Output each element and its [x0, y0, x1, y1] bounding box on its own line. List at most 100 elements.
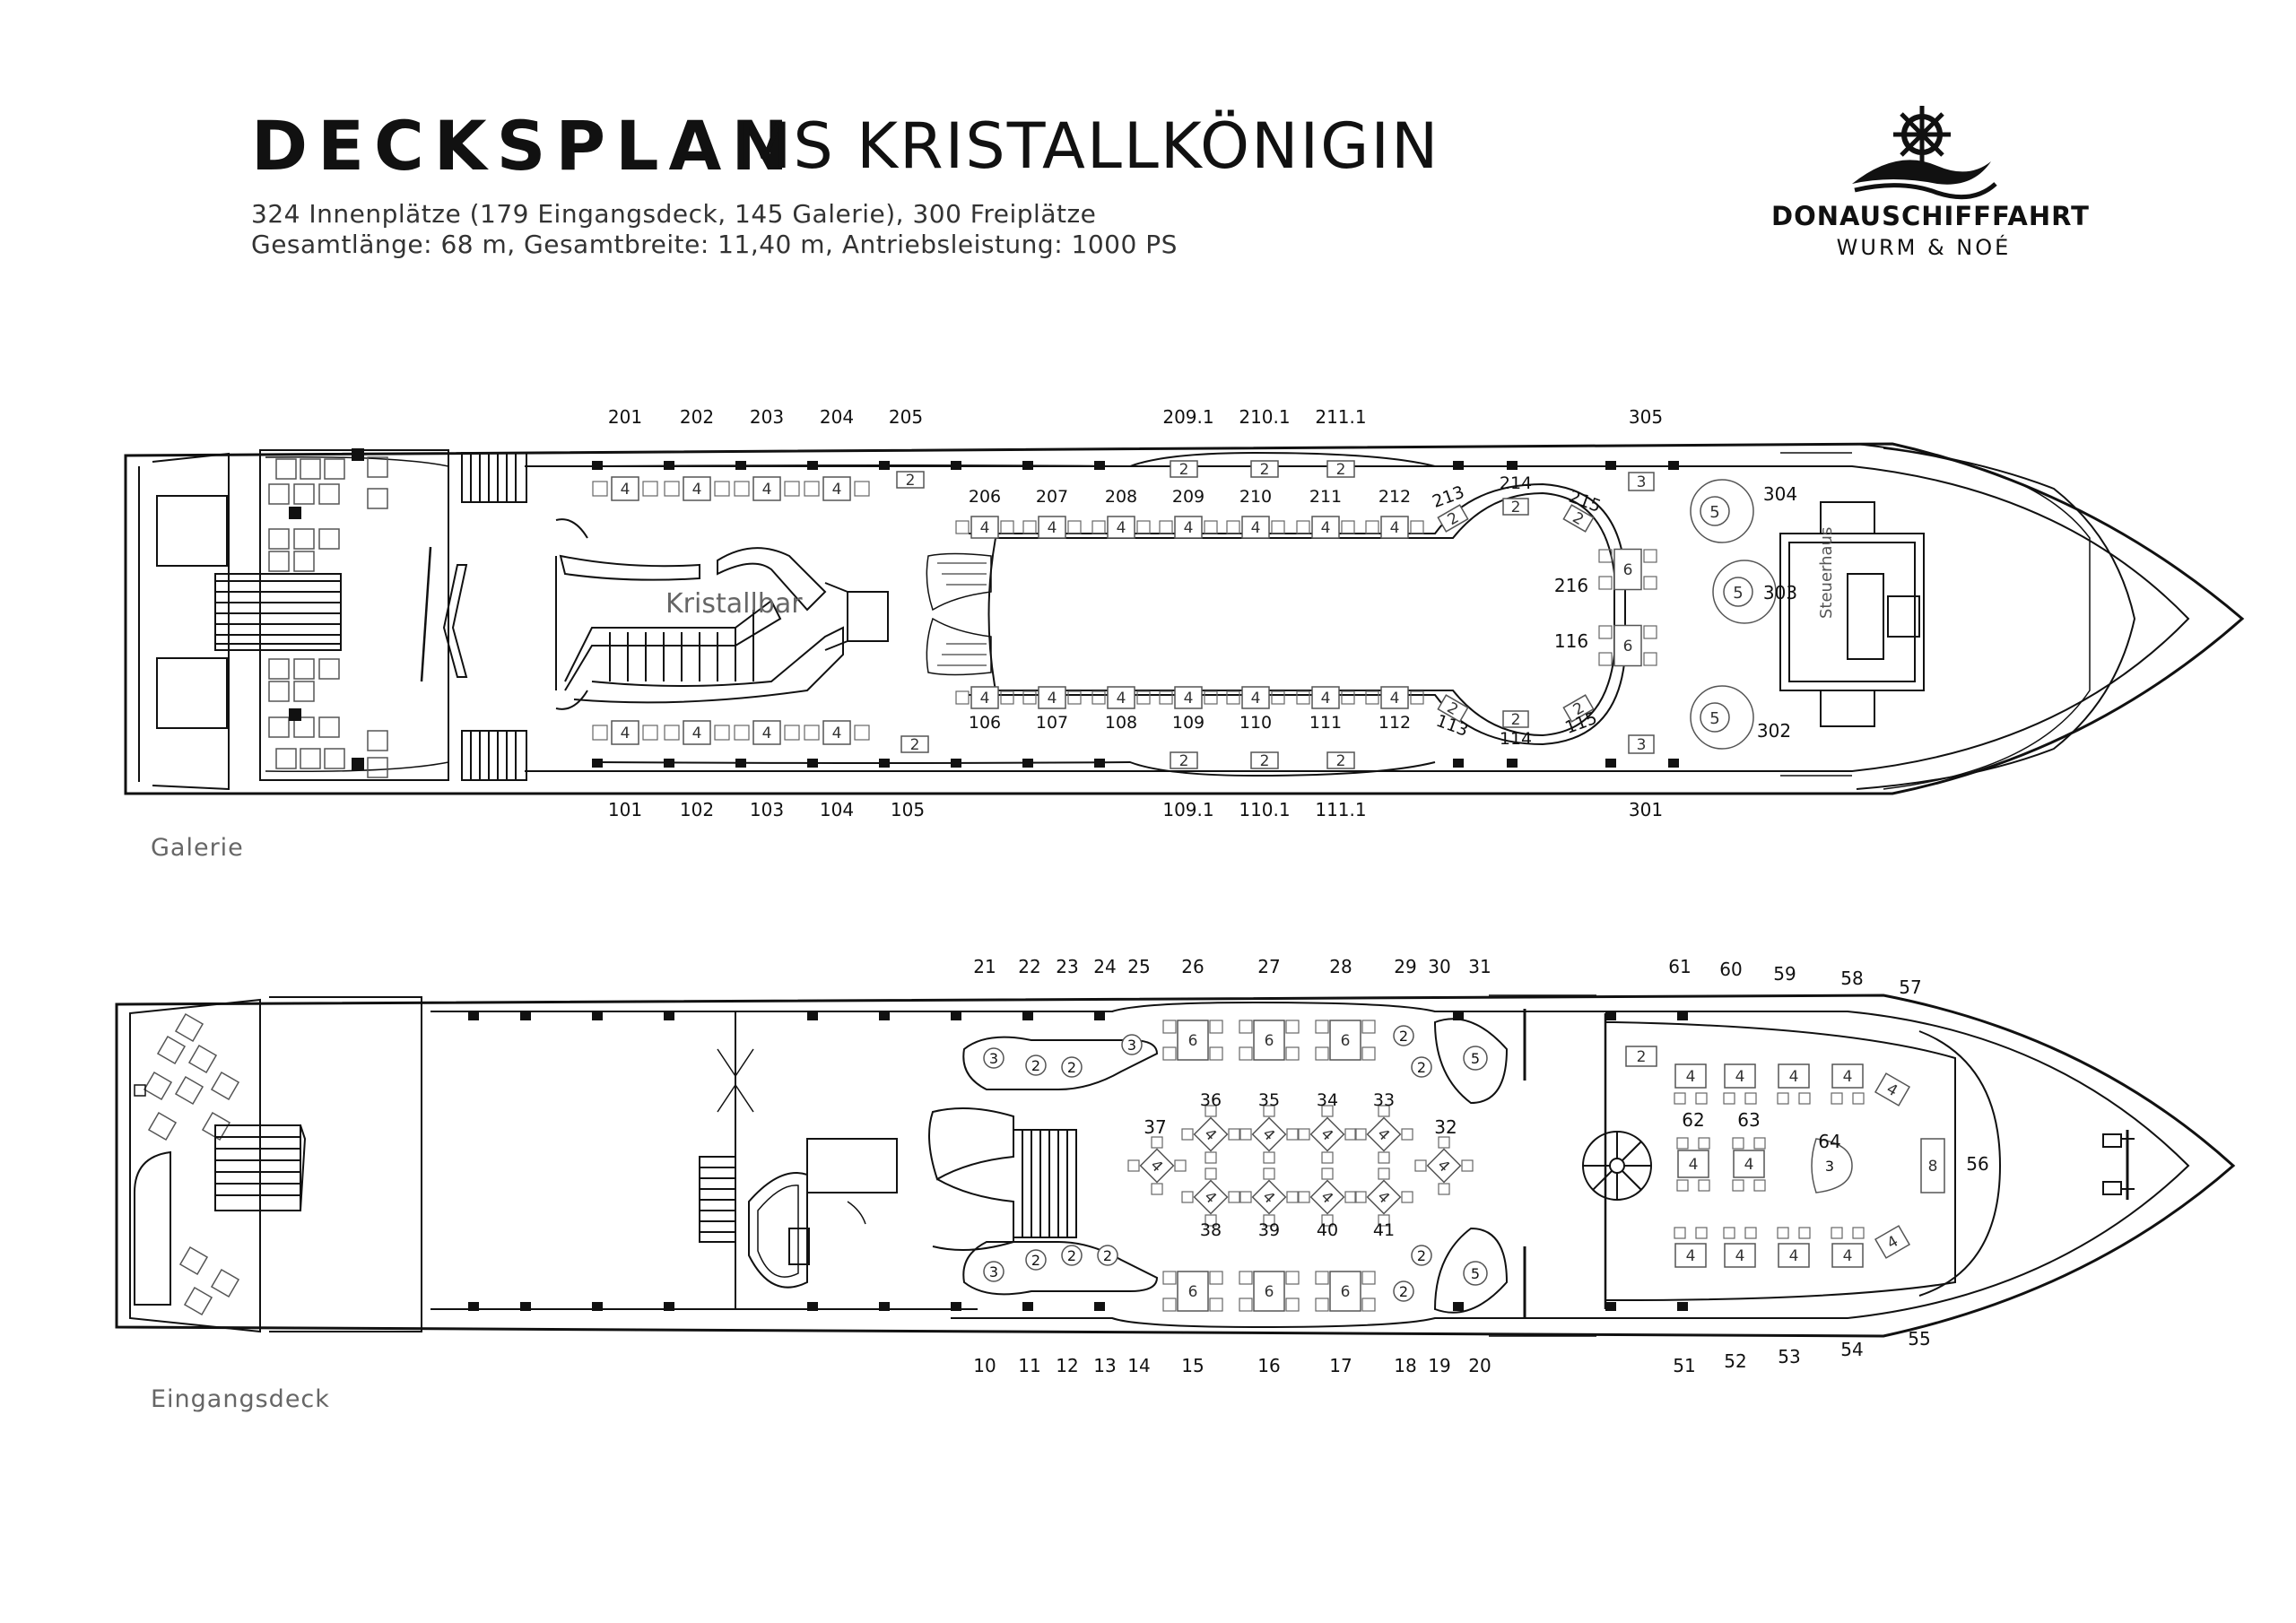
table-seat-count: 4 [1390, 690, 1400, 707]
galerie-table-4: 4 [1241, 516, 1270, 539]
galerie-inner-bottom-number: 107 [1036, 713, 1068, 733]
chair [1598, 549, 1613, 563]
eingangsdeck-center-number: 38 [1200, 1220, 1222, 1240]
chair [1732, 1179, 1744, 1192]
galerie-table-2: 2 [1326, 460, 1355, 479]
chair [1378, 1167, 1390, 1180]
chair [714, 725, 730, 741]
chair [1286, 1128, 1299, 1141]
chair [1321, 1167, 1334, 1180]
chair [1777, 1092, 1789, 1105]
galerie-top-number: 305 [1629, 406, 1663, 428]
chair [1263, 1105, 1275, 1117]
chair [1091, 520, 1106, 534]
eingangsdeck-bottom-number: 11 [1018, 1355, 1040, 1376]
eingangsdeck-stern-seating [134, 1012, 240, 1316]
table-seat-count: 4 [1686, 1068, 1696, 1086]
chair [1852, 1227, 1865, 1239]
eingangsdeck-table-4: 4 [1309, 1116, 1345, 1152]
table-seat-count: 3 [1127, 1037, 1136, 1054]
table-seat-count: 2 [1511, 499, 1521, 516]
eingangsdeck-bottom-number: 14 [1127, 1355, 1150, 1376]
round-seat [983, 1047, 1004, 1069]
chair [1361, 1271, 1376, 1285]
galerie-table-6: 6 [1613, 624, 1642, 667]
table-seat-count: 3 [989, 1050, 998, 1067]
eingangsdeck-top-number: 28 [1329, 956, 1352, 977]
eingangsdeck-bottom-number: 17 [1329, 1355, 1352, 1376]
galerie-table-2: 2 [1250, 460, 1279, 479]
table-seat-count: 4 [1686, 1247, 1696, 1265]
table-seat-count: 2 [910, 736, 920, 754]
galerie-table-4: 4 [1241, 686, 1270, 709]
table-seat-count: 6 [1341, 1283, 1351, 1301]
eingangsdeck-bottom-number: 54 [1840, 1339, 1863, 1360]
chair [1321, 1214, 1334, 1227]
eingangsdeck-table-4: 4 [1831, 1063, 1864, 1089]
brand-name: DONAUSCHIFFFAHRT [1771, 201, 2090, 231]
eingangsdeck-table-4: 4 [1366, 1116, 1402, 1152]
chair [1753, 1137, 1766, 1150]
table-seat-count: 2 [1637, 1048, 1647, 1066]
eingangsdeck-table-4: 4 [1874, 1072, 1911, 1107]
eingangsdeck-table-6: 6 [1253, 1020, 1285, 1061]
galerie-inner-top-number: 214 [1500, 473, 1532, 493]
table-seat-count: 4 [621, 725, 631, 742]
chair [1354, 1128, 1367, 1141]
galerie-table-4: 4 [611, 476, 639, 501]
chair [1228, 1128, 1240, 1141]
table-seat-count: 3 [1825, 1158, 1834, 1175]
chair [1205, 1167, 1217, 1180]
galerie-inner-top-number: 206 [969, 487, 1001, 507]
chair [854, 481, 870, 497]
chair [1341, 690, 1355, 705]
table-seat-count: 3 [1637, 473, 1647, 491]
eingangsdeck-center-number: 40 [1317, 1220, 1338, 1240]
galerie-side-number: 302 [1757, 720, 1791, 742]
eingangsdeck-top-number: 30 [1428, 956, 1450, 977]
chair [1263, 1214, 1275, 1227]
galerie-top-number: 210.1 [1239, 406, 1290, 428]
galerie-table-4: 4 [752, 720, 781, 745]
chair [804, 481, 820, 497]
chair [1723, 1227, 1735, 1239]
chair [1228, 1191, 1240, 1203]
galerie-table-2: 2 [1502, 498, 1529, 516]
eingangsdeck-top-number: 31 [1468, 956, 1491, 977]
round-seat [1121, 1034, 1143, 1055]
galerie-table-2: 2 [896, 471, 925, 490]
svg-text:5: 5 [1733, 584, 1743, 603]
galerie-table-4: 4 [1038, 516, 1066, 539]
eingangsdeck-bottom-number: 53 [1778, 1346, 1800, 1367]
chair [1151, 1183, 1163, 1195]
galerie-bottom-number: 101 [608, 799, 642, 820]
chair [664, 481, 680, 497]
chair [1000, 520, 1014, 534]
eingangsdeck-table-4: 4 [1874, 1225, 1911, 1259]
galerie-table-4: 4 [683, 476, 711, 501]
galerie-inner-bottom-number: 108 [1105, 713, 1137, 733]
chair [1209, 1046, 1223, 1061]
galerie-deck-label: Galerie [151, 834, 244, 862]
galerie-gallery-opening [926, 482, 1626, 746]
table-seat-count: 4 [1843, 1068, 1853, 1086]
galerie-table-4: 4 [1107, 516, 1135, 539]
galerie-inner-bottom-number: 111 [1309, 713, 1342, 733]
table-seat-count: 6 [1623, 638, 1633, 655]
galerie-table-4: 4 [1311, 686, 1340, 709]
galerie-table-4: 4 [822, 476, 851, 501]
chair [1321, 1105, 1334, 1117]
chair [784, 725, 800, 741]
chair [1159, 520, 1173, 534]
chair [1341, 520, 1355, 534]
chair [1695, 1227, 1708, 1239]
eingangsdeck-side-number: 63 [1737, 1109, 1760, 1131]
chair [1777, 1227, 1789, 1239]
chair [1162, 1298, 1177, 1312]
chair [1852, 1092, 1865, 1105]
round-seat [1393, 1280, 1414, 1302]
eingangsdeck-grand-stairs [928, 1107, 1077, 1251]
eingangsdeck-top-number: 21 [973, 956, 996, 977]
chair [1378, 1105, 1390, 1117]
chair [854, 725, 870, 741]
